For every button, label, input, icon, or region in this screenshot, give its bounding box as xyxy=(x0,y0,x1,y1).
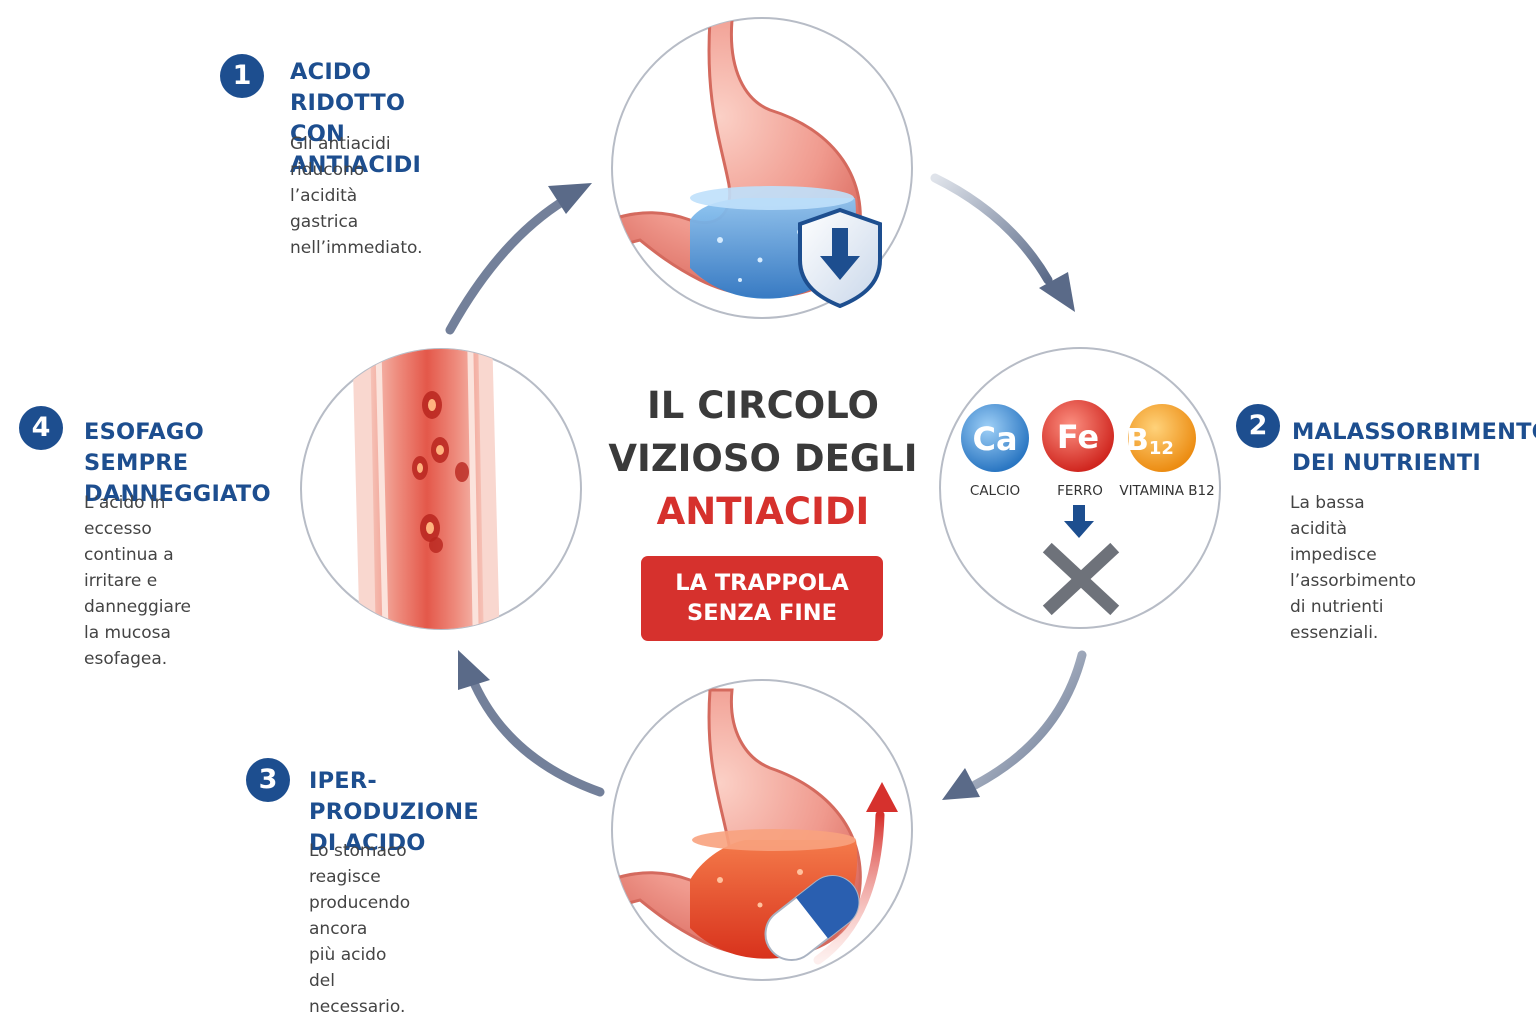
step-1-badge: 1 xyxy=(220,54,264,98)
step-3-title: IPER-PRODUZIONE DI ACIDO xyxy=(309,768,479,856)
iron-symbol: Fe xyxy=(1057,418,1099,456)
title-line-1: IL CIRCOLO xyxy=(647,384,879,427)
b12-symbol: B12 xyxy=(1126,423,1174,459)
x-cross-icon xyxy=(1042,542,1120,616)
shield-down-arrow-icon xyxy=(798,207,882,309)
arrowhead-3-to-4 xyxy=(458,650,490,690)
arrow-3-to-4 xyxy=(470,680,605,797)
step-2-badge: 2 xyxy=(1236,404,1280,448)
calcium-label: CALCIO xyxy=(969,483,1021,499)
step-1-title: ACIDO RIDOTTO CON ANTIACIDI xyxy=(290,59,422,178)
title-line-3: ANTIACIDI xyxy=(656,490,870,533)
iron-label: FERRO xyxy=(1057,483,1103,499)
step-4-text: L’acido in eccesso continua a irritare e… xyxy=(84,493,192,669)
arrowhead-4-to-1 xyxy=(548,183,592,214)
step-2-title: MALASSORBIMENTO DEI NUTRIENTI xyxy=(1292,419,1536,476)
arrow-1-to-2 xyxy=(930,173,1053,285)
arrowhead-1-to-2 xyxy=(1039,272,1075,312)
arrow-4-to-1 xyxy=(445,195,570,335)
stomach-reduced-acid-illustration xyxy=(611,17,913,319)
title-line-2: VIZIOSO DEGLI xyxy=(608,437,918,480)
damaged-esophagus-illustration xyxy=(300,348,582,630)
up-arrow-icon xyxy=(813,782,898,965)
calcium-symbol: Ca xyxy=(972,420,1017,458)
step-1-text: Gli antiacidi riducono l’acidità gastric… xyxy=(290,134,423,258)
cycle-arrows xyxy=(445,173,1087,800)
stomach-excess-acid-illustration xyxy=(611,679,913,981)
step-3-text: Lo stomaco reagisce producendo ancora pi… xyxy=(309,841,411,1017)
b12-subscript: 12 xyxy=(1149,438,1174,459)
step-2-text: La bassa acidità impedisce l’assorbiment… xyxy=(1290,493,1417,643)
nutrient-malabsorption-illustration: Ca Fe B12 xyxy=(939,347,1221,629)
step-4-title: ESOFAGO SEMPRE DANNEGGIATO xyxy=(84,419,271,507)
b12-letter: B xyxy=(1126,423,1149,458)
calcium-icon xyxy=(961,404,1029,472)
capsule-pill-icon xyxy=(764,874,860,962)
iron-icon xyxy=(1042,400,1114,472)
arrow-2-to-3 xyxy=(970,650,1087,790)
trap-banner: LA TRAPPOLA SENZA FINE xyxy=(641,556,883,641)
step-3-badge: 3 xyxy=(246,758,290,802)
banner-line-2: SENZA FINE xyxy=(687,600,837,626)
vitamin-b12-icon xyxy=(1128,404,1196,472)
down-arrow-icon xyxy=(1064,505,1094,538)
banner-line-1: LA TRAPPOLA xyxy=(675,570,849,596)
arrowhead-2-to-3 xyxy=(942,768,980,800)
step-4-badge: 4 xyxy=(19,406,63,450)
vitamin-b12-label: VITAMINA B12 xyxy=(1119,483,1215,499)
